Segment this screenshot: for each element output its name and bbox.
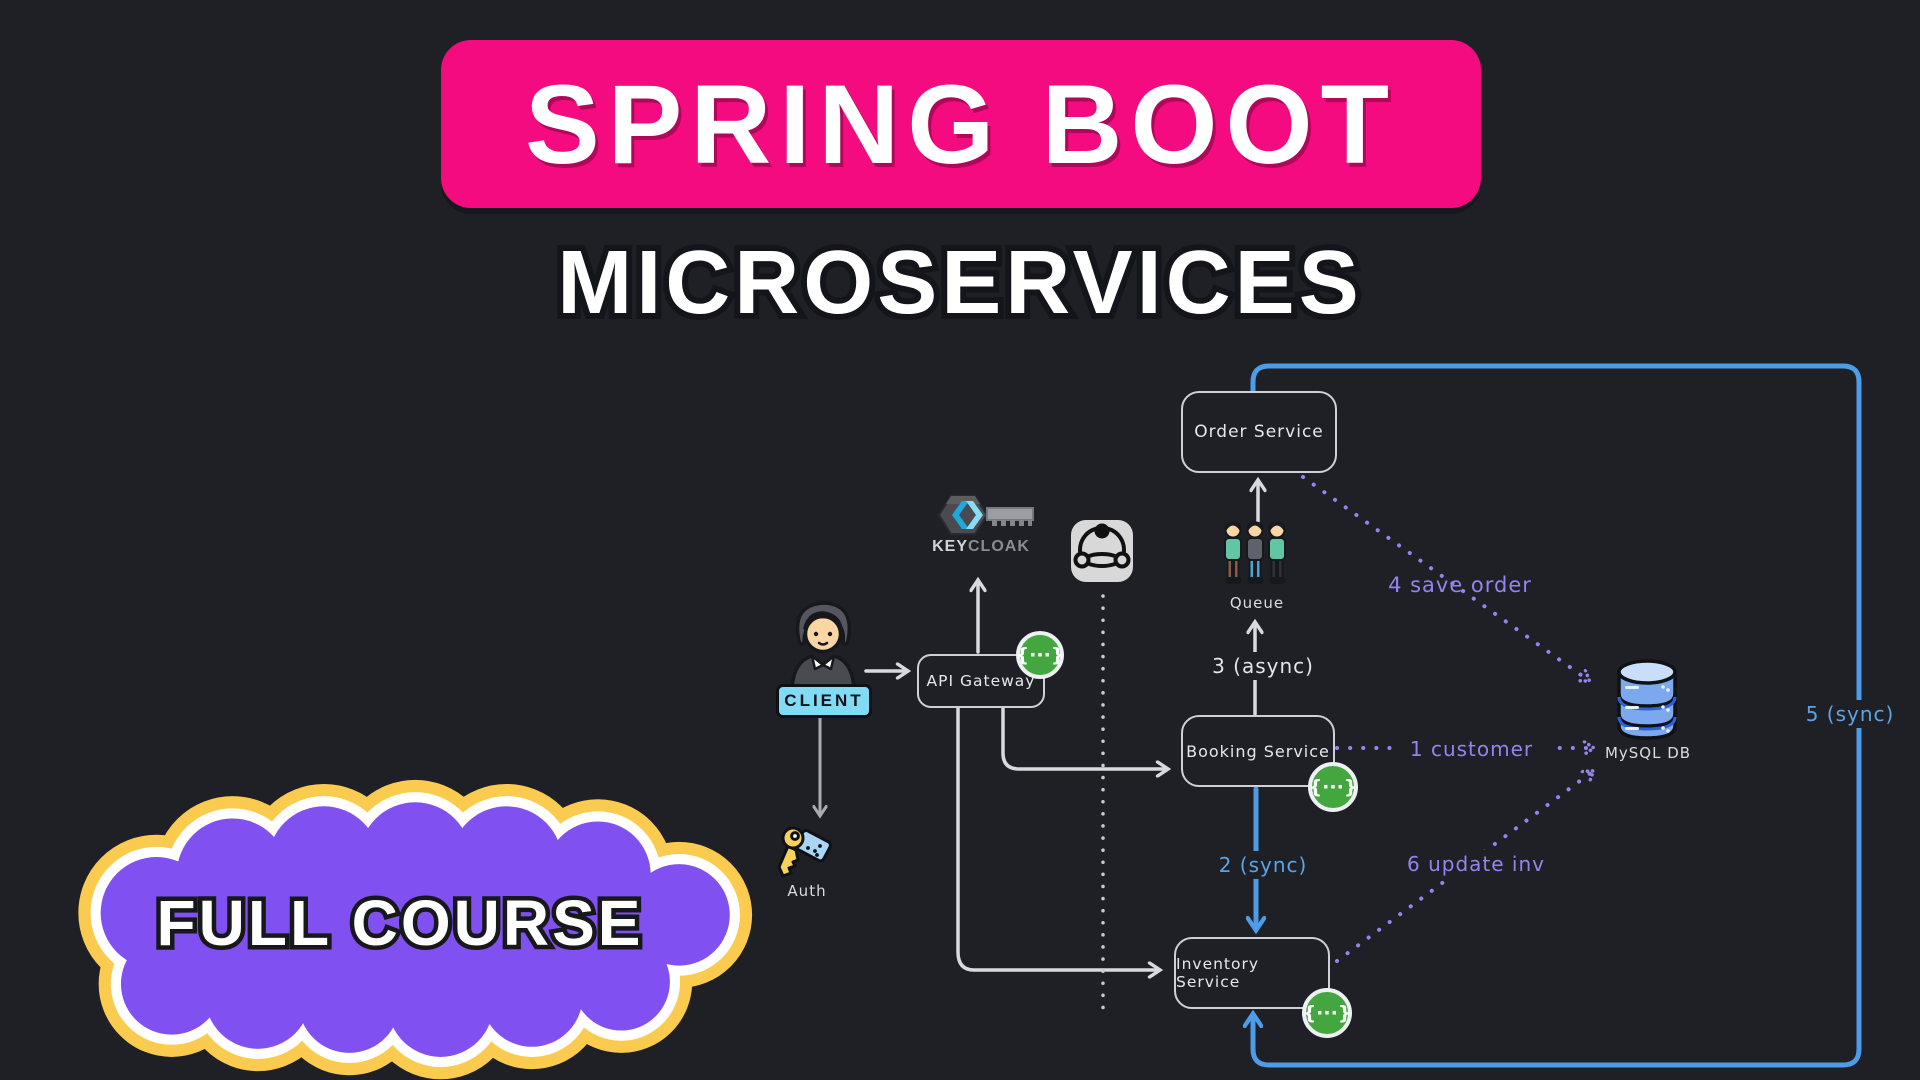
edge-label-update-inv: 6 update inv	[1390, 850, 1562, 878]
mysql-db-label: MySQL DB	[1604, 744, 1692, 762]
code-braces-icon: {···}	[1302, 988, 1352, 1038]
queue-label: Queue	[1229, 594, 1285, 612]
edge-label-async3: 3 (async)	[1188, 652, 1338, 680]
edge-label-sync2: 2 (sync)	[1190, 851, 1336, 879]
code-braces-icon: {···}	[1016, 631, 1064, 679]
order-service-label: Order Service	[1194, 422, 1324, 442]
edge-label-customer: 1 customer	[1393, 735, 1550, 763]
edge-label-sync5: 5 (sync)	[1788, 700, 1912, 728]
auth-key-icon	[777, 826, 832, 878]
edge-gateway-booking-line	[1001, 702, 1166, 769]
message-broker-icon	[1071, 520, 1133, 582]
mysql-database-icon	[1617, 659, 1677, 740]
edge-gateway-inventory-line	[956, 702, 1158, 970]
edge-sync5-line	[1253, 363, 1862, 1068]
queue-people-icon	[1224, 521, 1286, 584]
edge-label-save-order: 4 save order	[1388, 573, 1532, 597]
inventory-service-label: Inventory Service	[1176, 955, 1260, 991]
full-course-badge: FULL COURSE	[55, 778, 753, 1080]
auth-label: Auth	[787, 882, 827, 900]
code-braces-icon: {···}	[1308, 762, 1358, 812]
keycloak-wordmark-cloak: CLOAK	[968, 538, 1030, 555]
client-label: CLIENT	[776, 684, 872, 718]
keycloak-wordmark-key: KEY	[932, 538, 968, 555]
badge-cloud-shape	[78, 779, 753, 1080]
keycloak-wordmark: KEYCLOAK	[925, 538, 1037, 556]
main-title: SPRING BOOT	[524, 61, 1398, 187]
client-icon	[790, 601, 856, 690]
api-gateway-node: API Gateway	[917, 654, 1045, 708]
order-service-node: Order Service	[1181, 391, 1337, 473]
booking-service-node: Booking Service	[1181, 715, 1335, 787]
title-banner: SPRING BOOT	[441, 40, 1481, 208]
booking-service-label: Booking Service	[1186, 741, 1330, 761]
inventory-service-node: Inventory Service	[1174, 937, 1330, 1009]
keycloak-logo-icon	[937, 495, 1034, 535]
badge-label: FULL COURSE	[152, 883, 645, 964]
subtitle: MICROSERVICES	[551, 227, 1365, 339]
api-gateway-label: API Gateway	[926, 672, 1036, 690]
